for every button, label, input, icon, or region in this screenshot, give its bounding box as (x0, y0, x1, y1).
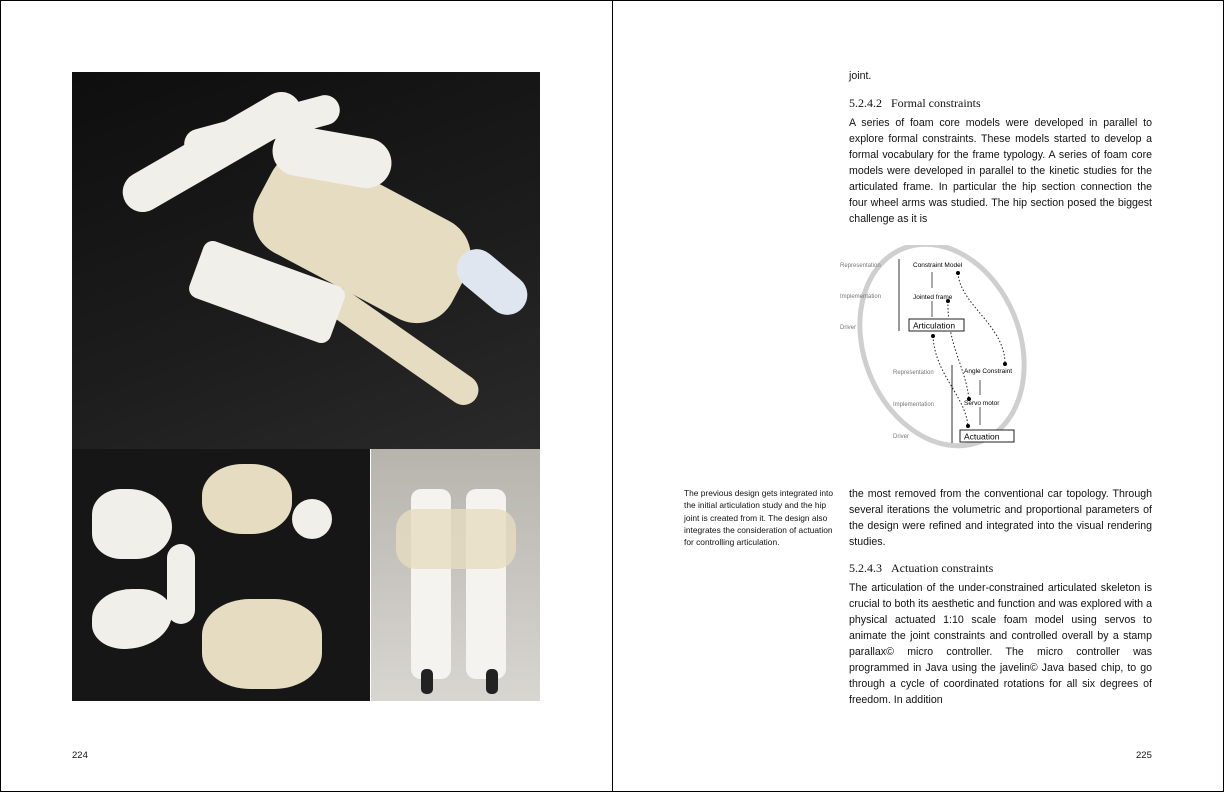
photo-assembled-frame (371, 449, 540, 701)
node-label: Constraint Model (913, 262, 963, 269)
photo-foam-parts (72, 449, 370, 701)
page-number-right: 225 (1136, 750, 1152, 761)
node-label: Angle Constraint (964, 368, 1012, 375)
formal-constraints-body: A series of foam core models were develo… (849, 117, 1152, 225)
link-dot (1003, 362, 1007, 366)
node-label: Actuation (964, 432, 1000, 442)
section-heading-formal-constraints: 5.2.4.2 Formal constraints (849, 96, 981, 111)
continued-body: the most removed from the conventional c… (849, 488, 1152, 548)
photo-foam-model-top (72, 72, 540, 449)
constraints-diagram: Representation Implementation Driver Con… (840, 245, 1027, 449)
articulation-box (908, 318, 965, 332)
dotted-link (932, 335, 969, 427)
link-dot (967, 397, 971, 401)
level-label: Representation (893, 370, 934, 376)
link-dot (956, 271, 960, 275)
actuation-box (959, 429, 1015, 443)
section-number: 5.2.4.3 (849, 561, 882, 575)
level-label: Driver (840, 325, 856, 331)
dotted-link (947, 300, 970, 400)
link-dot (946, 299, 950, 303)
section-title: Actuation constraints (891, 561, 994, 575)
section-heading-actuation-constraints: 5.2.4.3 Actuation constraints (849, 561, 993, 576)
level-label: Implementation (893, 402, 934, 408)
node-label: Jointed frame (913, 294, 953, 301)
section-title: Formal constraints (891, 96, 981, 110)
link-dot (931, 334, 935, 338)
level-label: Implementation (840, 294, 881, 300)
actuation-constraints-body: The articulation of the under-constraine… (849, 582, 1152, 706)
book-spine (612, 0, 613, 792)
dotted-link (957, 272, 1006, 365)
link-dot (966, 424, 970, 428)
node-label: Articulation (913, 321, 955, 331)
grouping-ellipse (857, 245, 1027, 449)
page-number-left: 224 (72, 750, 88, 761)
level-label: Driver (893, 434, 909, 440)
continuation-text: joint. (849, 70, 872, 82)
level-label: Representation (840, 263, 881, 269)
section-number: 5.2.4.2 (849, 96, 882, 110)
node-label: Servo motor (964, 400, 1000, 407)
figure-caption: The previous design gets integrated into… (684, 488, 833, 548)
